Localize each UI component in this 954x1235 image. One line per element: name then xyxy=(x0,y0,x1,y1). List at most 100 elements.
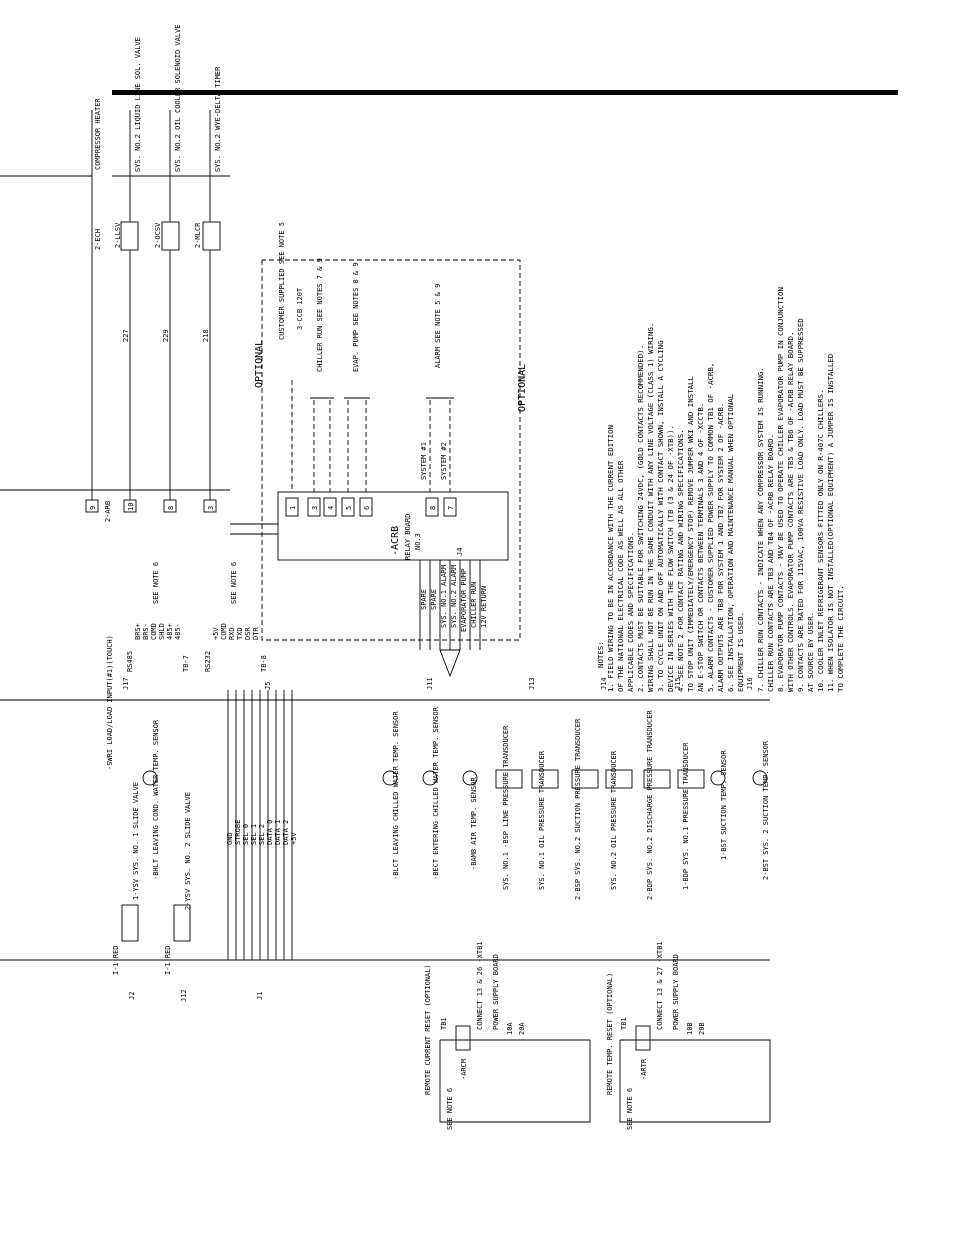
j5-title: J5 xyxy=(264,682,272,690)
term-3: 3 xyxy=(207,506,215,510)
remote-resets: REMOTE CURRENT RESET (OPTIONAL) REMOTE T… xyxy=(424,941,771,1130)
note-15: CHILLER RUN CONTACTS ARE TB3 AND TB4 OF … xyxy=(766,434,775,692)
acrb-number: NO.3 xyxy=(414,533,422,550)
term-1: 10 xyxy=(127,503,135,511)
reset-fuse-1b: 20B xyxy=(698,1022,706,1035)
device-name-1: SYS. NO.2 LIQUID LINE SOL. VALVE xyxy=(134,37,142,172)
reset-tb-0: TB1 xyxy=(440,1017,448,1030)
rs485-title: RS485 xyxy=(126,651,134,672)
rs232-title: RS232 xyxy=(204,651,212,672)
j5-signal-2: SEL 0 xyxy=(242,824,250,845)
reset-title-0: REMOTE CURRENT RESET (OPTIONAL) xyxy=(424,964,432,1095)
transducer-icon-5 xyxy=(677,769,705,789)
acrb-output-device-0: 3-CCB 120T xyxy=(296,287,304,330)
optional-label-0: OPTIONAL xyxy=(254,340,265,388)
reset-connect-1: CONNECT 13 & 27 -XTB1 xyxy=(656,941,664,1030)
j5-signal-3: SEL 1 xyxy=(250,824,258,845)
note-2: APPLICABLE CODES AND SPECIFICATIONS. xyxy=(626,532,635,692)
j5-signal-7: DATA 2 xyxy=(282,820,290,845)
sensor-conn-11: J16 xyxy=(746,677,754,690)
j1-title: J1 xyxy=(256,992,264,1000)
sensor-name-5: SYS. NO.1 -BSP LINE PRESSURE TRANSDUCER xyxy=(502,725,510,890)
j5-signal-6: DATA 1 xyxy=(274,820,282,845)
sensor-name-11: 1-BST SUCTION TEMP. SENSOR xyxy=(720,750,728,860)
j4-term-3: 5 xyxy=(345,506,353,510)
device-wire-2: 229 xyxy=(162,329,170,342)
transducer-icon-3 xyxy=(605,769,633,789)
slide-valves: 1-YSV SYS. NO. 1 SLIDE VALVE 2-YSV SYS. … xyxy=(112,782,192,1002)
note-14: 7. CHILLER RUN CONTACTS - INDICATE WHEN … xyxy=(756,367,765,692)
relay-legend-2: SYS. NO.1 ALARM xyxy=(440,565,448,628)
sensor-conn-0: J17 xyxy=(122,677,130,690)
acrb-output-0: CUSTOMER SUPPLIED SEE NOTE 5 xyxy=(278,222,286,340)
j5-bus: J5 GND STROBE SEL 0 SEL 1 SEL 2 DATA 0 D… xyxy=(226,682,298,960)
rs485-4: 485+ xyxy=(166,623,174,640)
system-label-0: SYSTEM #1 xyxy=(420,442,428,480)
sensor-icon-0 xyxy=(142,770,158,786)
j5-signal-1: STROBE xyxy=(234,820,242,845)
rs485-3: SHLD xyxy=(158,623,166,640)
device-tag-1: 2-LLSV xyxy=(114,222,122,248)
rs232-3: TXD xyxy=(236,627,244,640)
valve-name-0: 1-YSV SYS. NO. 1 SLIDE VALVE xyxy=(132,782,140,900)
note-0: 1. FIELD WIRING TO BE IN ACCORDANCE WITH… xyxy=(606,425,615,692)
device-tag-0: 2-ECH xyxy=(94,229,102,250)
valve-name-1: 2-YSV SYS. NO. 2 SLIDE VALVE xyxy=(184,792,192,910)
sensor-icon-2 xyxy=(422,770,438,786)
j4-term-4: 6 xyxy=(363,506,371,510)
reset-title-1: REMOTE TEMP. RESET (OPTIONAL) xyxy=(606,973,614,1095)
sensor-icon-3 xyxy=(462,770,478,786)
relay-legend-4: EVAPORATOR PUMP xyxy=(460,569,468,632)
rs232-1: COMD xyxy=(220,623,228,640)
rs232-5: DTR xyxy=(252,627,260,640)
device-wire-1: 227 xyxy=(122,329,130,342)
sensor-icon-1 xyxy=(382,770,398,786)
acrb-subtitle: RELAY BOARD xyxy=(404,514,412,560)
relay-legend-3: SYS. NO.2 ALARM xyxy=(450,565,458,628)
reset-fuse-0a: 10A xyxy=(506,1022,514,1035)
j4-term-1: 3 xyxy=(311,506,319,510)
note-10: 5. ALARM CONTACTS - CUSTOMER SUPPLIED PO… xyxy=(706,363,715,692)
j4-term-6: 7 xyxy=(447,506,455,510)
rs232-2: RXD xyxy=(228,627,236,640)
valve-wire-0: I-1 RED xyxy=(112,945,120,975)
sensor-name-8: SYS. NO.2 OIL PRESSURE TRANSDUCER xyxy=(610,750,618,890)
sensor-conn-9: J15 xyxy=(674,677,682,690)
device-name-3: SYS. NO.2 WYE-DELTA TIMER xyxy=(214,66,222,172)
device-tag-2: 2-OCSV xyxy=(154,222,162,248)
note-8: TO STOP UNIT (IMMEDIATELY/EMERGENCY STOP… xyxy=(686,376,695,692)
sensor-name-9: 2-BDP SYS. NO.2 DISCHARGE PRESSURE TRANS… xyxy=(646,710,654,900)
notes-block: NOTES: 1. FIELD WIRING TO BE IN ACCORDAN… xyxy=(596,287,845,692)
board-2arb-label: 2-ARB xyxy=(104,501,112,522)
sensor-conn-2: J11 xyxy=(426,677,434,690)
acrb-title: -ACRB xyxy=(390,526,401,556)
note-5: 3. TO CYCLE UNIT ON AND OFF AUTOMATICALL… xyxy=(656,340,665,692)
rs485-board: TB-7 xyxy=(182,655,190,672)
transducer-icon-4 xyxy=(643,769,671,789)
rs232-board: TB-8 xyxy=(260,655,268,672)
note-12: 6. SEE INSTALLATION, OPERATION AND MAINT… xyxy=(726,393,735,692)
note-13: EQUIPMENT IS USED. xyxy=(736,612,745,692)
sensor-name-10: 1-BDP SYS. NO.1 PRESSURE TRANSDUCER xyxy=(682,742,690,890)
reset-note-1: SEE NOTE 6 xyxy=(626,1088,634,1130)
rs485-1: BRS- xyxy=(142,623,150,640)
note-21: 11. WHEN ISOLATOR IS NOT INSTALLED(OPTIO… xyxy=(826,354,835,692)
transducer-icon-1 xyxy=(531,769,559,789)
sensor-name-12: 2-BST SYS. 2 SUCTION TEMP. SENSOR xyxy=(762,740,770,880)
relay-legend-5: CHILLER RUN xyxy=(470,582,478,628)
valve-conn-0: J2 xyxy=(128,992,136,1000)
acrb-output-2: EVAP. PUMP SEE NOTES 8 & 9 xyxy=(352,262,360,372)
sensor-name-1: -BHLT LEAVING COND. WATER TEMP. SENSOR xyxy=(152,719,160,880)
rs232-0: +5V xyxy=(212,627,220,640)
note-1: OF THE NATIONAL ELECTRICAL CODE AS WELL … xyxy=(616,460,625,692)
top-devices: COMPRESSOR HEATER SYS. NO.2 LIQUID LINE … xyxy=(0,24,230,500)
sensor-icon-4 xyxy=(710,770,726,786)
rs232-note: SEE NOTE 6 xyxy=(230,562,238,604)
sensor-name-4: -BAMB AIR TEMP. SENSOR xyxy=(470,776,478,870)
acrb-output-1: CHILLER RUN SEE NOTES 7 & 9 xyxy=(316,258,324,372)
j5-signal-8: +5V xyxy=(290,832,298,845)
note-16: 8. EVAPORATOR PUMP CONTACTS - MAY BE USE… xyxy=(776,287,785,692)
sensor-conn-5: J13 xyxy=(528,677,536,690)
j5-signal-4: SEL 2 xyxy=(258,824,266,845)
